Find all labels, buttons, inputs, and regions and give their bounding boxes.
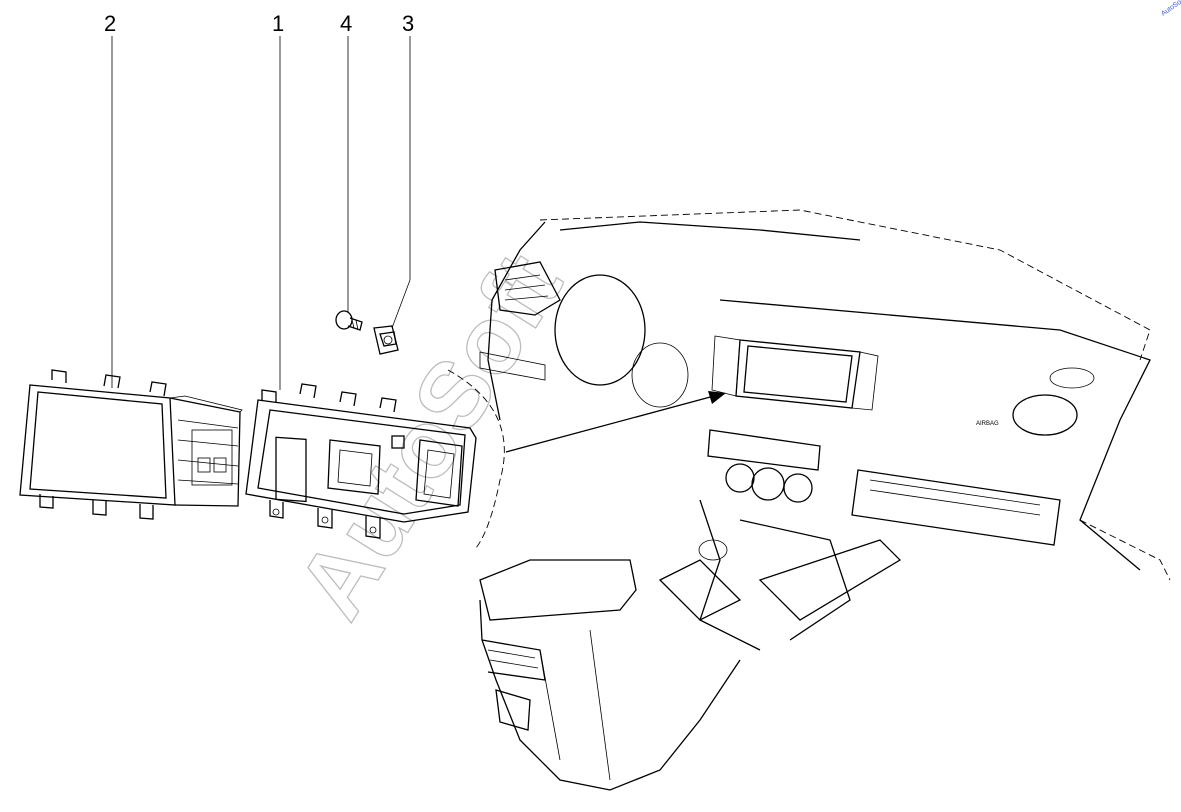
callout-2-number: 2 bbox=[104, 11, 116, 36]
dash-badge: AIRBAG bbox=[976, 421, 999, 427]
clip-nut bbox=[373, 325, 399, 355]
location-arrow bbox=[505, 391, 726, 453]
callout-3: 3 bbox=[391, 11, 414, 329]
callout-1-number: 1 bbox=[272, 11, 284, 36]
display-unit bbox=[19, 369, 243, 520]
callout-3-number: 3 bbox=[402, 11, 414, 36]
callout-4-number: 4 bbox=[340, 11, 352, 36]
detail-boundary-arc bbox=[447, 369, 505, 549]
vehicle-dashboard: AIRBAG bbox=[479, 209, 1171, 791]
screw bbox=[335, 310, 363, 331]
mounting-bracket bbox=[245, 383, 477, 539]
corner-watermark: AutoSoft bbox=[1160, 0, 1181, 18]
callout-4: 4 bbox=[340, 11, 352, 312]
watermark: AutoSoft bbox=[277, 236, 582, 636]
callout-2: 2 bbox=[104, 11, 116, 388]
callout-1: 1 bbox=[272, 11, 284, 390]
